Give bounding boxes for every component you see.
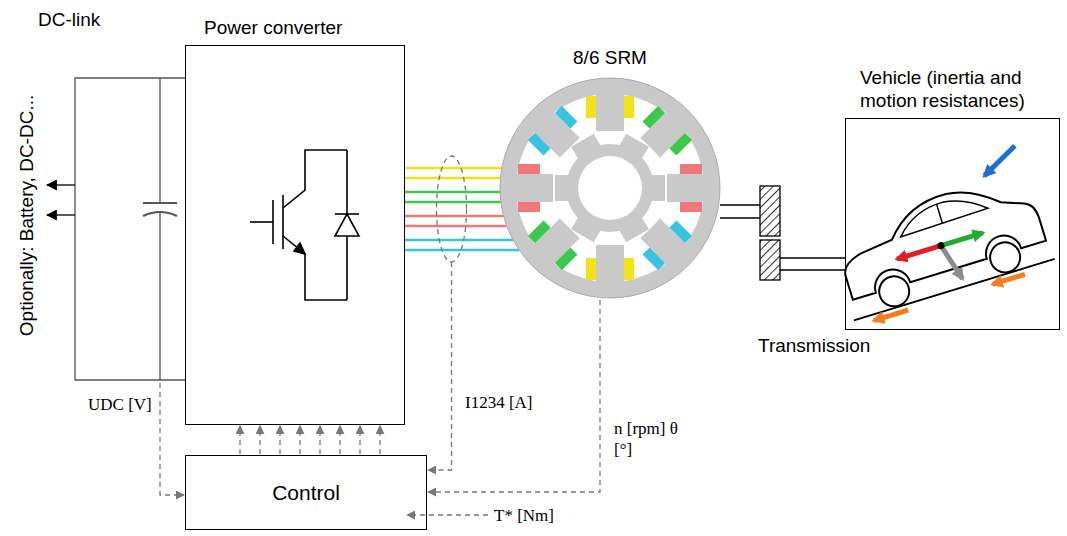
dc-link-wiring (47, 78, 185, 380)
motor-node: 8/6 SRM (498, 76, 722, 300)
node-heading: Vehicle (inertia and motion resistances) (860, 66, 1060, 112)
node-heading: Power converter (204, 16, 342, 39)
node-heading: 8/6 SRM (498, 46, 722, 69)
vehicle-box: Vehicle (inertia and motion resistances) (845, 118, 1060, 330)
signal-label: UDC [V] (86, 394, 154, 415)
transmission-gears (720, 186, 845, 280)
vehicle-illustration (819, 141, 1067, 326)
srm-drawing (498, 76, 722, 300)
connector (428, 300, 600, 492)
node-heading: Control (186, 456, 426, 529)
connector (428, 156, 467, 470)
connector (240, 426, 380, 454)
control-box: Control (185, 455, 427, 530)
igbt-symbol (250, 150, 359, 300)
section-label: DC-link (38, 8, 100, 31)
converter-box: Power converter (185, 45, 405, 425)
note-label: Optionally: Battery, DC-DC... (16, 94, 39, 335)
signal-label: I1234 [A] (463, 392, 535, 413)
signal-label: n [rpm] θ [°] (612, 418, 688, 460)
part-label: Transmission (758, 334, 870, 357)
signal-label: T* [Nm] (492, 505, 556, 526)
